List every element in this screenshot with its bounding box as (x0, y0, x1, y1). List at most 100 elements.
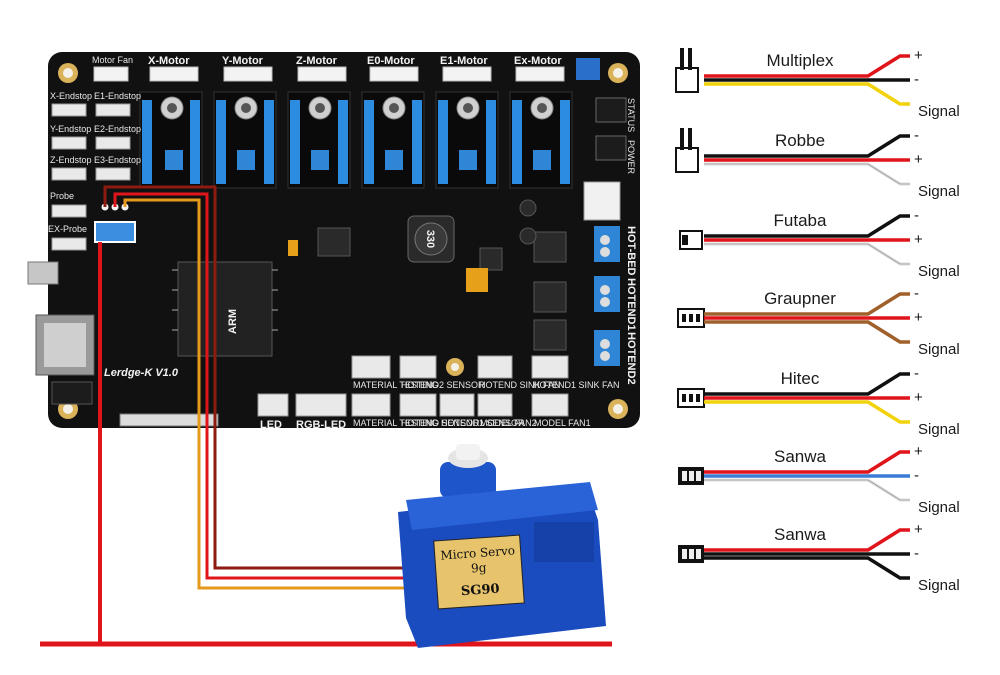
pin-label: + (914, 309, 923, 326)
pin-label: + (914, 47, 923, 64)
connector-row: Robbe - + Signal (675, 127, 960, 200)
motor-label: E0-Motor (367, 55, 415, 67)
bottom-label: RGB-LED (296, 419, 346, 431)
right-label: HOTEND1 (625, 278, 637, 331)
bottom-label: HOTEND2 SENSOR (401, 380, 485, 390)
motor-label: Z-Motor (296, 55, 338, 67)
bottom-label: LED (260, 419, 282, 431)
pin-label: - (914, 545, 919, 562)
probe-label: EX-Probe (48, 224, 87, 234)
pin-label: Signal (918, 183, 960, 200)
connector-row: Graupner - + Signal (677, 285, 960, 358)
board-name: Lerdge-K V1.0 (104, 367, 179, 379)
control-board: Motor Fan X-Motor Y-Motor Z-Motor E0-Mot… (27, 52, 640, 431)
wire (704, 54, 910, 78)
wire (704, 162, 910, 186)
endstop-label: E2-Endstop (94, 124, 141, 134)
pin-label: Signal (918, 103, 960, 120)
probe-label: Probe (50, 191, 74, 201)
connector-brand: Sanwa (774, 525, 827, 544)
servo-header (94, 221, 136, 243)
connector-row: Sanwa + - Signal (678, 521, 960, 594)
pin-label: + (914, 231, 923, 248)
servo-cable (40, 185, 612, 647)
signal-wire (103, 185, 428, 570)
right-label: STATUS (626, 98, 636, 132)
wire (704, 82, 910, 106)
pin-label: - (914, 285, 919, 302)
wire (704, 372, 910, 396)
servo-model: SG90 (461, 582, 501, 600)
pin-label: - (914, 71, 919, 88)
pin-label: Signal (918, 263, 960, 280)
jr-plug-icon (677, 388, 705, 408)
bottom-label: MATERIAL TESTING (353, 418, 438, 428)
servo-line1: Micro Servo (440, 543, 515, 562)
wire (704, 214, 910, 238)
connector-brand: Hitec (781, 369, 820, 388)
motor-label: E1-Motor (440, 55, 488, 67)
sanwa-plug-icon (678, 467, 704, 485)
wire (704, 400, 910, 424)
bottom-labels: LED RGB-LED MATERIAL TESTING HOTEND SENS… (260, 380, 620, 431)
endstop-label: Z-Endstop (50, 155, 92, 165)
pin-label: Signal (918, 421, 960, 438)
wire (704, 556, 910, 580)
chip-label: ARM (227, 309, 239, 334)
connector-legend: Multiplex+-SignalRobbe-+SignalFutaba-+Si… (675, 47, 960, 594)
connector-row: Hitec - + Signal (677, 365, 960, 438)
right-label: POWER (626, 140, 636, 175)
wire (704, 320, 910, 344)
mcu-chip (177, 261, 273, 357)
connector-brand: Graupner (764, 289, 836, 308)
endstop-label: E1-Endstop (94, 91, 141, 101)
futaba-plug-icon (679, 230, 703, 250)
pin-label: + (914, 521, 923, 538)
power-wire (113, 192, 428, 580)
sanwa-plug-icon (678, 545, 704, 563)
endstop-label: Y-Endstop (50, 124, 91, 134)
wire (704, 242, 910, 266)
motor-label: Y-Motor (222, 55, 264, 67)
bottom-label: MODEL FAN2 (480, 418, 537, 428)
motor-label: Ex-Motor (514, 55, 562, 67)
pin-label: + (914, 389, 923, 406)
connector-brand: Robbe (775, 131, 825, 150)
pin-label: - (914, 207, 919, 224)
endstop-labels: X-Endstop Y-Endstop Z-Endstop E1-Endstop… (48, 91, 141, 234)
right-label: HOT-BED (625, 226, 637, 276)
pin-label: Signal (918, 577, 960, 594)
pin-label: Signal (918, 341, 960, 358)
wire (704, 292, 910, 316)
connector-brand: Futaba (774, 211, 827, 230)
servo-label-plate (433, 534, 525, 610)
pin-label: + (914, 151, 923, 168)
pin-label: + (914, 443, 923, 460)
right-labels: STATUS POWER HOT-BED HOTEND1 HOTEND2 (625, 98, 637, 385)
jr-plug-icon (677, 308, 705, 328)
pin-label: - (914, 365, 919, 382)
bottom-label: HOTEND SENSOR (401, 418, 480, 428)
connector-brand: Multiplex (766, 51, 834, 70)
bottom-label: HOTEND1 SENSOR (441, 418, 525, 428)
connector-row: Multiplex + - Signal (675, 47, 960, 120)
wire (704, 450, 910, 474)
pin-label: Signal (918, 499, 960, 516)
endstop-label: X-Endstop (50, 91, 92, 101)
capacitors (160, 96, 554, 120)
endstop-label: E3-Endstop (94, 155, 141, 165)
multiplex-plug-icon (675, 48, 699, 93)
connector-brand: Sanwa (774, 447, 827, 466)
motor-label: X-Motor (148, 55, 190, 67)
wire (704, 478, 910, 502)
bottom-label: HOTEND SINK FAN (479, 380, 561, 390)
pin-label: - (914, 467, 919, 484)
motor-label: Motor Fan (92, 55, 133, 65)
wire (704, 134, 910, 158)
bottom-label: MATERIAL TESTING (353, 380, 438, 390)
motor-labels: Motor Fan X-Motor Y-Motor Z-Motor E0-Mot… (92, 55, 562, 67)
servo-motor: Micro Servo 9g SG90 (398, 444, 606, 648)
pin-label: - (914, 127, 919, 144)
multiplex-plug-icon (675, 128, 699, 173)
